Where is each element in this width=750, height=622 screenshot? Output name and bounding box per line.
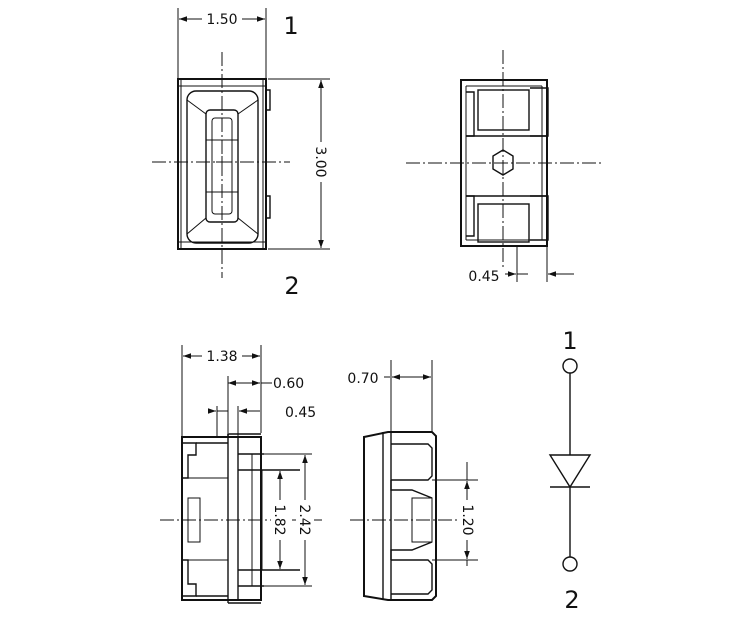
top-height-label: 3.00	[312, 146, 328, 177]
schematic-pin2-label: 2	[564, 586, 579, 614]
label-mask	[202, 347, 242, 365]
end-view-outline	[363, 431, 437, 601]
side-inner-height-label: 1.82	[271, 504, 287, 535]
end-upper-step	[390, 480, 433, 499]
side-view-outline	[181, 436, 262, 601]
lens-bevel	[237, 99, 259, 115]
side-outer-height-label: 2.42	[296, 504, 312, 535]
end-upper-pad	[391, 443, 433, 481]
schematic-pin1-label: 1	[562, 327, 577, 355]
upper-pad-wrap	[530, 87, 549, 137]
top-pin1-label: 1	[283, 12, 298, 40]
end-depth-label: 0.70	[347, 371, 378, 387]
bottom-offset-label: 0.45	[468, 269, 499, 285]
top-width-label: 1.50	[206, 12, 237, 28]
label-mask	[202, 9, 242, 27]
diode-schematic: 1 2	[548, 327, 592, 614]
side-step-label: 0.45	[285, 405, 316, 421]
lens-bevel	[237, 217, 259, 235]
side-upper-pad	[182, 442, 197, 479]
label-mask	[458, 500, 476, 540]
side-view: 1.38 0.60 0.45 1.82 2.42	[160, 345, 322, 604]
diode-triangle-icon	[548, 454, 592, 489]
upper-pad-tab	[466, 91, 475, 137]
lens-bevel	[186, 99, 207, 115]
label-mask	[312, 142, 330, 182]
side-width-label: 1.38	[206, 349, 237, 365]
label-mask	[296, 500, 314, 540]
end-lower-pad	[391, 559, 433, 595]
end-view: 0.70 1.20	[347, 360, 478, 601]
center-hex	[492, 149, 514, 176]
anode-terminal	[562, 358, 578, 374]
lower-pad-wrap	[530, 195, 549, 241]
end-lower-step	[390, 541, 433, 560]
bottom-view: 0.45	[406, 50, 602, 285]
top-view: 1.50 3.00 1 2	[152, 8, 330, 300]
cathode-terminal	[562, 556, 578, 572]
lower-pad-tab	[466, 195, 475, 237]
top-view-tab	[266, 89, 271, 111]
side-inner-label: 0.60	[273, 376, 304, 392]
top-view-tab	[266, 195, 271, 219]
side-lower-pad	[182, 559, 197, 597]
top-pin2-label: 2	[284, 272, 299, 300]
lens-bevel	[186, 217, 207, 235]
label-mask	[271, 500, 289, 540]
end-pad-gap-label: 1.20	[459, 504, 475, 535]
